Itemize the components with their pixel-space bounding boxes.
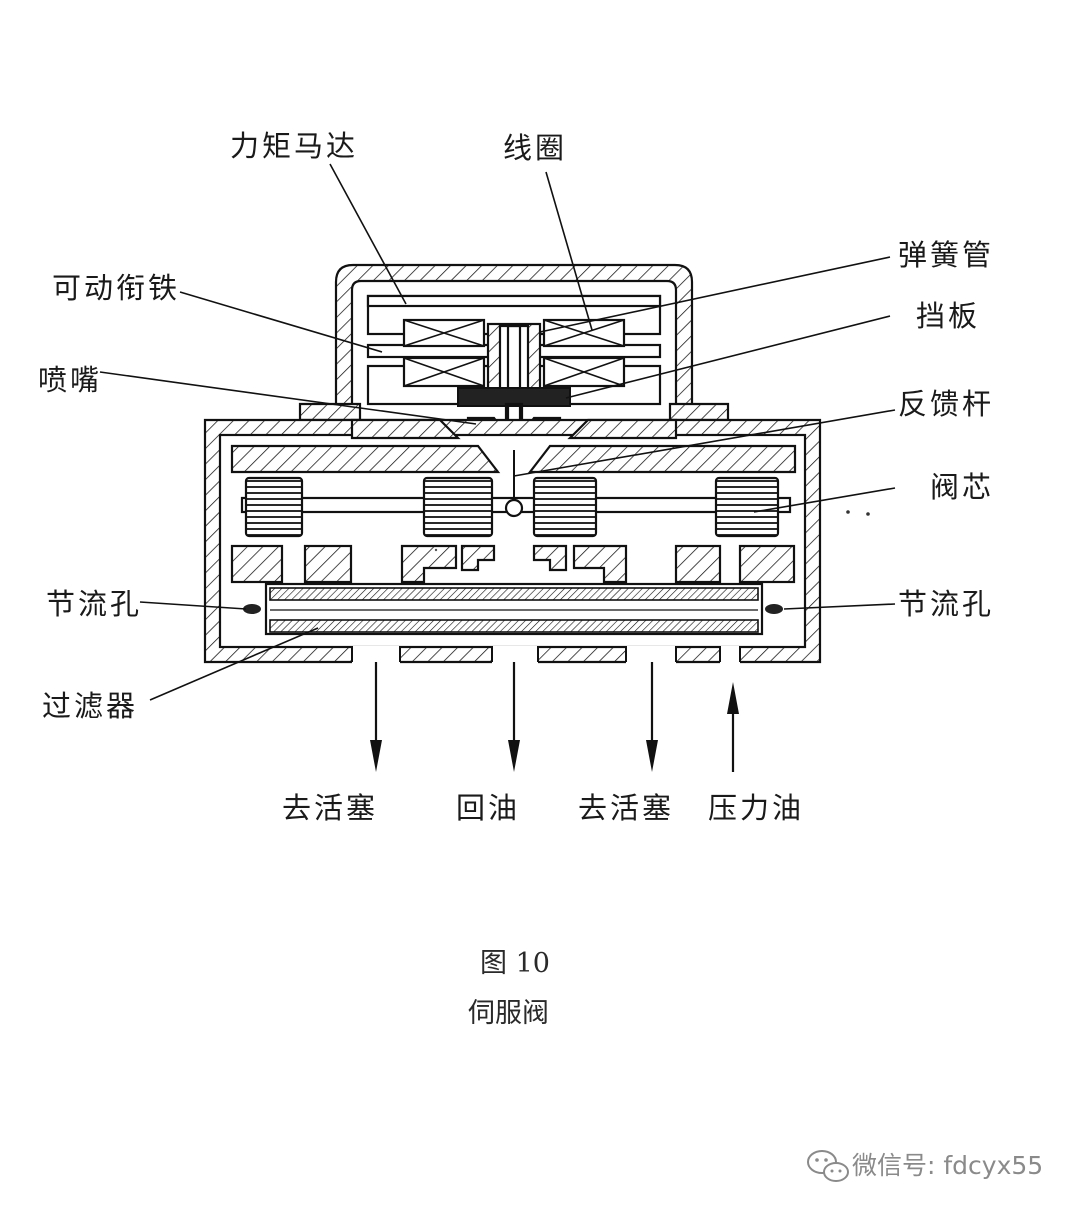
label-orifice-right: 节流孔	[898, 587, 994, 621]
scan-specks	[434, 510, 870, 552]
label-spring-tube: 弹簧管	[898, 238, 994, 272]
figure-title: 伺服阀	[468, 998, 549, 1029]
figure-number: 图 10	[480, 948, 550, 979]
label-feedback-rod: 反馈杆	[898, 387, 994, 421]
label-armature: 可动衔铁	[52, 271, 180, 305]
arrow-to-piston-right	[646, 662, 658, 772]
label-coil: 线圈	[503, 131, 567, 165]
label-pressure-oil: 压力油	[708, 791, 804, 825]
label-to-piston-right: 去活塞	[578, 791, 674, 825]
label-to-piston-left: 去活塞	[282, 791, 378, 825]
watermark-text: 微信号: fdcyx55	[852, 1151, 1043, 1180]
label-spool: 阀芯	[930, 470, 994, 504]
label-nozzle: 喷嘴	[38, 363, 102, 397]
spool	[244, 476, 780, 538]
arrow-pressure-oil	[727, 682, 739, 772]
label-torque-motor: 力矩马达	[230, 129, 358, 163]
coil-left	[402, 318, 486, 388]
label-flapper: 挡板	[916, 299, 980, 333]
torque-motor-housing	[298, 263, 730, 422]
coil-right	[542, 318, 626, 388]
wechat-icon	[807, 1150, 849, 1182]
port-blocks	[230, 544, 796, 584]
leader-lines	[99, 163, 896, 701]
label-return-oil: 回油	[456, 791, 520, 825]
bottom-port-gaps	[351, 646, 741, 664]
label-orifice-left: 节流孔	[46, 587, 142, 621]
spring-tube	[486, 322, 542, 448]
filter	[264, 582, 764, 636]
arrow-return-oil	[508, 662, 520, 772]
label-filter: 过滤器	[42, 689, 138, 723]
orifice-left	[243, 604, 261, 614]
arrow-to-piston-left	[370, 662, 382, 772]
orifice-right	[765, 604, 783, 614]
feedback-rod	[504, 450, 524, 518]
